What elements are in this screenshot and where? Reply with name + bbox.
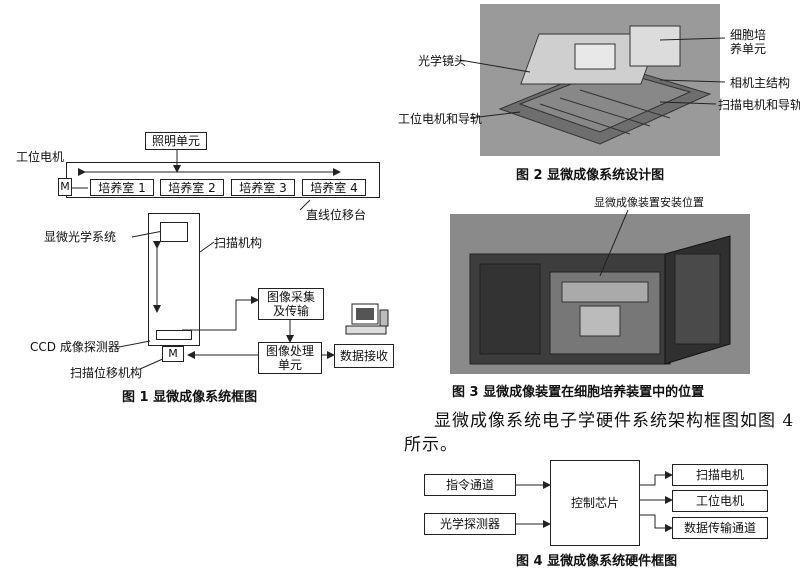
fig3-device-drawing <box>469 235 731 365</box>
fig2-scan-motor: 扫描电机和导轨 <box>718 98 800 112</box>
scanner-label: 扫描机构 <box>214 236 263 250</box>
acquire-box: 图像采集 及传输 <box>258 288 324 320</box>
process-line1: 图像处理 <box>265 344 314 358</box>
station-motor-icon: M <box>58 178 72 196</box>
chamber-4: 培养室 4 <box>302 179 366 196</box>
fig2-cell-unit-1: 细胞培 <box>730 28 767 42</box>
scanner-frame <box>148 213 200 346</box>
paragraph-line2: 所示。 <box>404 435 458 455</box>
fig4-caption: 图 4 显微成像系统硬件框图 <box>516 554 678 569</box>
fig2-render <box>480 4 720 156</box>
fig2-camera: 相机主结构 <box>730 76 791 90</box>
process-line2: 单元 <box>277 358 302 372</box>
paragraph-line1: 显微成像系统电子学硬件系统架构框图如图 4 <box>434 411 795 431</box>
station-motor-label: 工位电机 <box>16 150 65 164</box>
ccd-label: CCD 成像探测器 <box>30 340 120 354</box>
fig1-caption: 图 1 显微成像系统框图 <box>122 390 258 405</box>
fig2-station-motor: 工位电机和导轨 <box>398 112 483 126</box>
fig3-render <box>450 214 750 374</box>
optics-label: 显微光学系统 <box>44 230 117 244</box>
scan-motor-icon: M <box>162 346 184 362</box>
fig2-caption: 图 2 显微成像系统设计图 <box>516 168 665 183</box>
acquire-line1: 图像采集 <box>266 290 315 304</box>
acquire-line2: 及传输 <box>272 304 309 318</box>
process-box: 图像处理 单元 <box>258 342 322 374</box>
chamber-3: 培养室 3 <box>231 179 295 196</box>
chamber-1: 培养室 1 <box>90 179 154 196</box>
fig4-command-box: 指令通道 <box>424 474 516 496</box>
scan-motor-label: 扫描位移机构 <box>70 366 143 380</box>
fig2-device-drawing <box>498 25 712 145</box>
chamber-2: 培养室 2 <box>160 179 224 196</box>
optics-top <box>160 222 188 242</box>
linear-stage-label: 直线位移台 <box>306 208 367 222</box>
fig4-data-channel-box: 数据传输通道 <box>672 517 768 539</box>
fig2-cell-unit-2: 养单元 <box>730 42 767 56</box>
lighting-unit-box: 照明单元 <box>145 132 207 150</box>
ccd-block <box>156 330 192 340</box>
fig4-chip-box: 控制芯片 <box>550 460 640 546</box>
fig3-caption: 图 3 显微成像装置在细胞培养装置中的位置 <box>452 385 705 400</box>
fig4-station-motor-box: 工位电机 <box>672 490 768 512</box>
fig4-scan-motor-box: 扫描电机 <box>672 464 768 486</box>
receive-box: 数据接收 <box>334 344 394 368</box>
fig2-lens: 光学镜头 <box>418 54 467 68</box>
fig3-mount-label: 显微成像装置安装位置 <box>594 196 704 209</box>
fig4-optical-box: 光学探测器 <box>424 513 516 535</box>
